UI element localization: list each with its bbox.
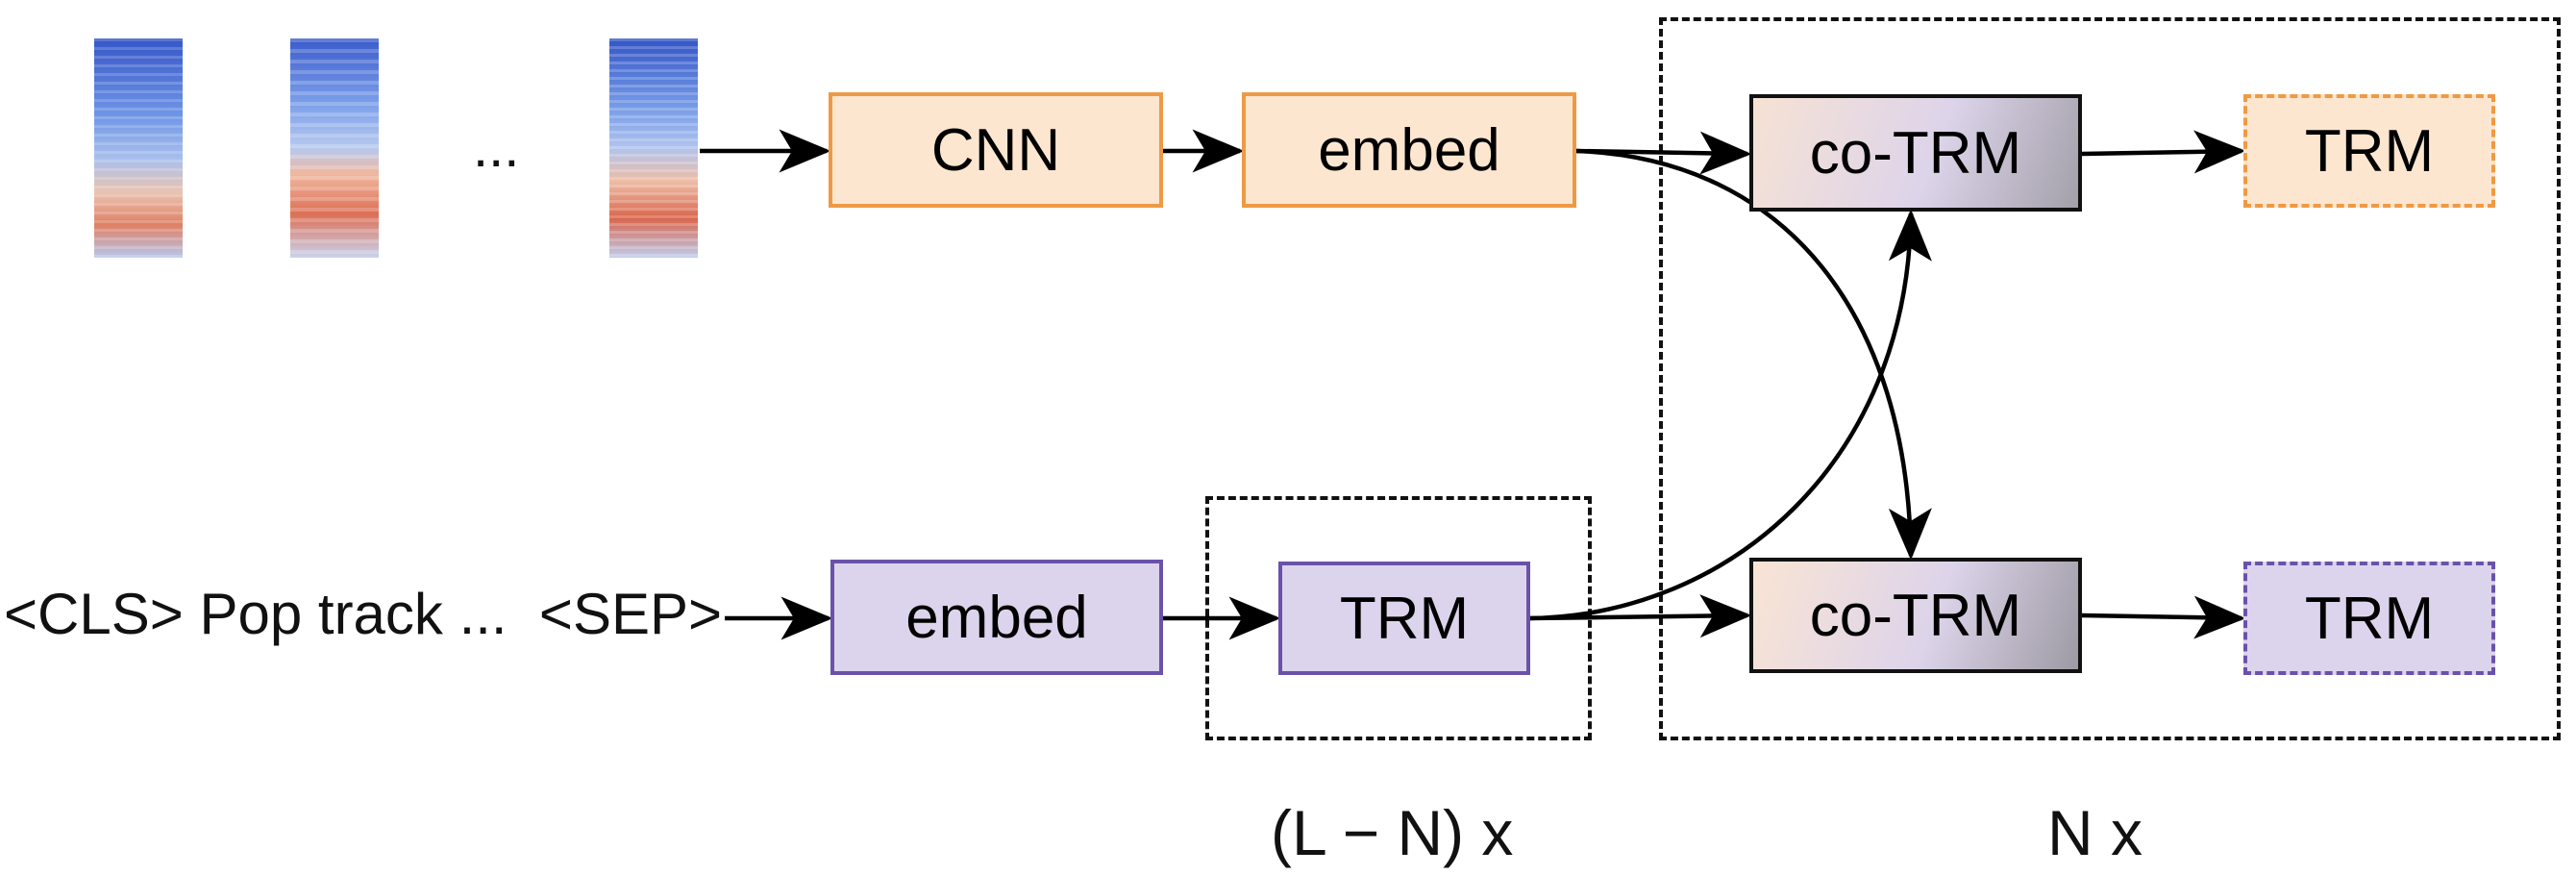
co-trm-bottom-block: co-TRM (1749, 558, 2082, 673)
lower-repeat-label: (L − N) x (1271, 797, 1514, 868)
spectrogram-image-3 (609, 38, 698, 258)
co-trm-group-frame (1659, 17, 2561, 740)
audio-embed-block: embed (1242, 92, 1576, 208)
text-input-tokens: <CLS> Pop track ... <SEP> (4, 582, 723, 646)
trm-bottom-block: TRM (2243, 562, 2495, 675)
cnn-block: CNN (829, 92, 1163, 208)
text-trm-block: TRM (1278, 562, 1530, 675)
spectrogram-image-2 (290, 38, 379, 258)
arrow-cotrm-top-to-trm (2081, 130, 2246, 174)
arrow-cotrm-bottom-to-trm (2081, 595, 2246, 639)
trm-top-block: TRM (2243, 94, 2495, 208)
arrow-trm-to-cotrm-top (1529, 209, 1932, 621)
spectrogram-image-1 (94, 38, 183, 258)
upper-repeat-label: N x (2047, 797, 2143, 868)
arrow-embed-to-cotrm-bottom (1575, 148, 1932, 561)
text-embed-block: embed (830, 560, 1163, 675)
co-trm-top-block: co-TRM (1749, 94, 2082, 212)
spectrogram-ellipsis: ... (473, 116, 520, 179)
